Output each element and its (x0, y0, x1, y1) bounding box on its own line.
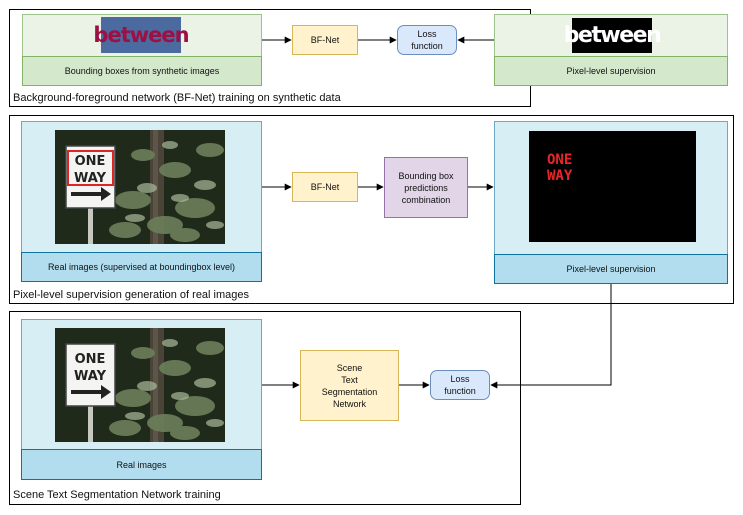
sign-text-way-1: WAY (74, 171, 107, 186)
real-images-bbox-caption: Real images (supervised at boundingbox l… (21, 252, 262, 282)
section-segmentation-training (9, 311, 521, 505)
arrow-pixel-supervision-to-loss (490, 284, 612, 389)
section-3-title: Scene Text Segmentation Network training (13, 489, 221, 501)
segmentation-network-label: Scene Text Segmentation Network (321, 362, 378, 409)
one-way-sign-photo-1: ONE WAY (55, 130, 225, 244)
section-supervision-generation (9, 115, 734, 304)
loss-function-label-2: Loss function (444, 374, 476, 396)
mask-text-way: WAY (547, 168, 573, 184)
one-way-sign-photo-2: ONE WAY (55, 328, 225, 442)
pixel-mask-image: ONE WAY (529, 131, 696, 242)
pixel-supervision-caption-1: Pixel-level supervision (494, 56, 728, 86)
synthetic-word-image: between (93, 17, 190, 53)
real-images-caption: Real images (21, 449, 262, 480)
bbox-combination-box: Bounding box predictions combination (384, 157, 468, 218)
pixel-mask-graphic: ONE WAY (547, 152, 573, 184)
loss-function-box-1: Loss function (397, 25, 457, 55)
section-1-title: Background-foreground network (BF-Net) t… (13, 92, 341, 104)
sign-text-one-1: ONE (75, 154, 106, 169)
section-2-title: Pixel-level supervision generation of re… (13, 289, 250, 301)
synthetic-word-text: between (93, 23, 189, 47)
pixel-supervision-caption-2: Pixel-level supervision (494, 254, 728, 284)
segmentation-network-box: Scene Text Segmentation Network (300, 350, 399, 421)
pixel-word-image: between (564, 18, 662, 53)
synthetic-bbox-caption: Bounding boxes from synthetic images (22, 56, 262, 86)
loss-function-label-1: Loss function (411, 29, 443, 51)
sign-text-way-2: WAY (74, 369, 107, 384)
sign-text-one-2: ONE (75, 352, 106, 367)
bfnet-box-training: BF-Net (292, 25, 358, 55)
sign-photo-graphic-1: ONE WAY (55, 130, 225, 244)
loss-function-box-2: Loss function (430, 370, 490, 400)
bbox-combination-label: Bounding box predictions combination (398, 170, 454, 205)
bfnet-box-inference: BF-Net (292, 172, 358, 202)
mask-text-one: ONE (547, 152, 572, 168)
pixel-word-text: between (563, 23, 662, 48)
sign-photo-graphic-2: ONE WAY (55, 328, 225, 442)
